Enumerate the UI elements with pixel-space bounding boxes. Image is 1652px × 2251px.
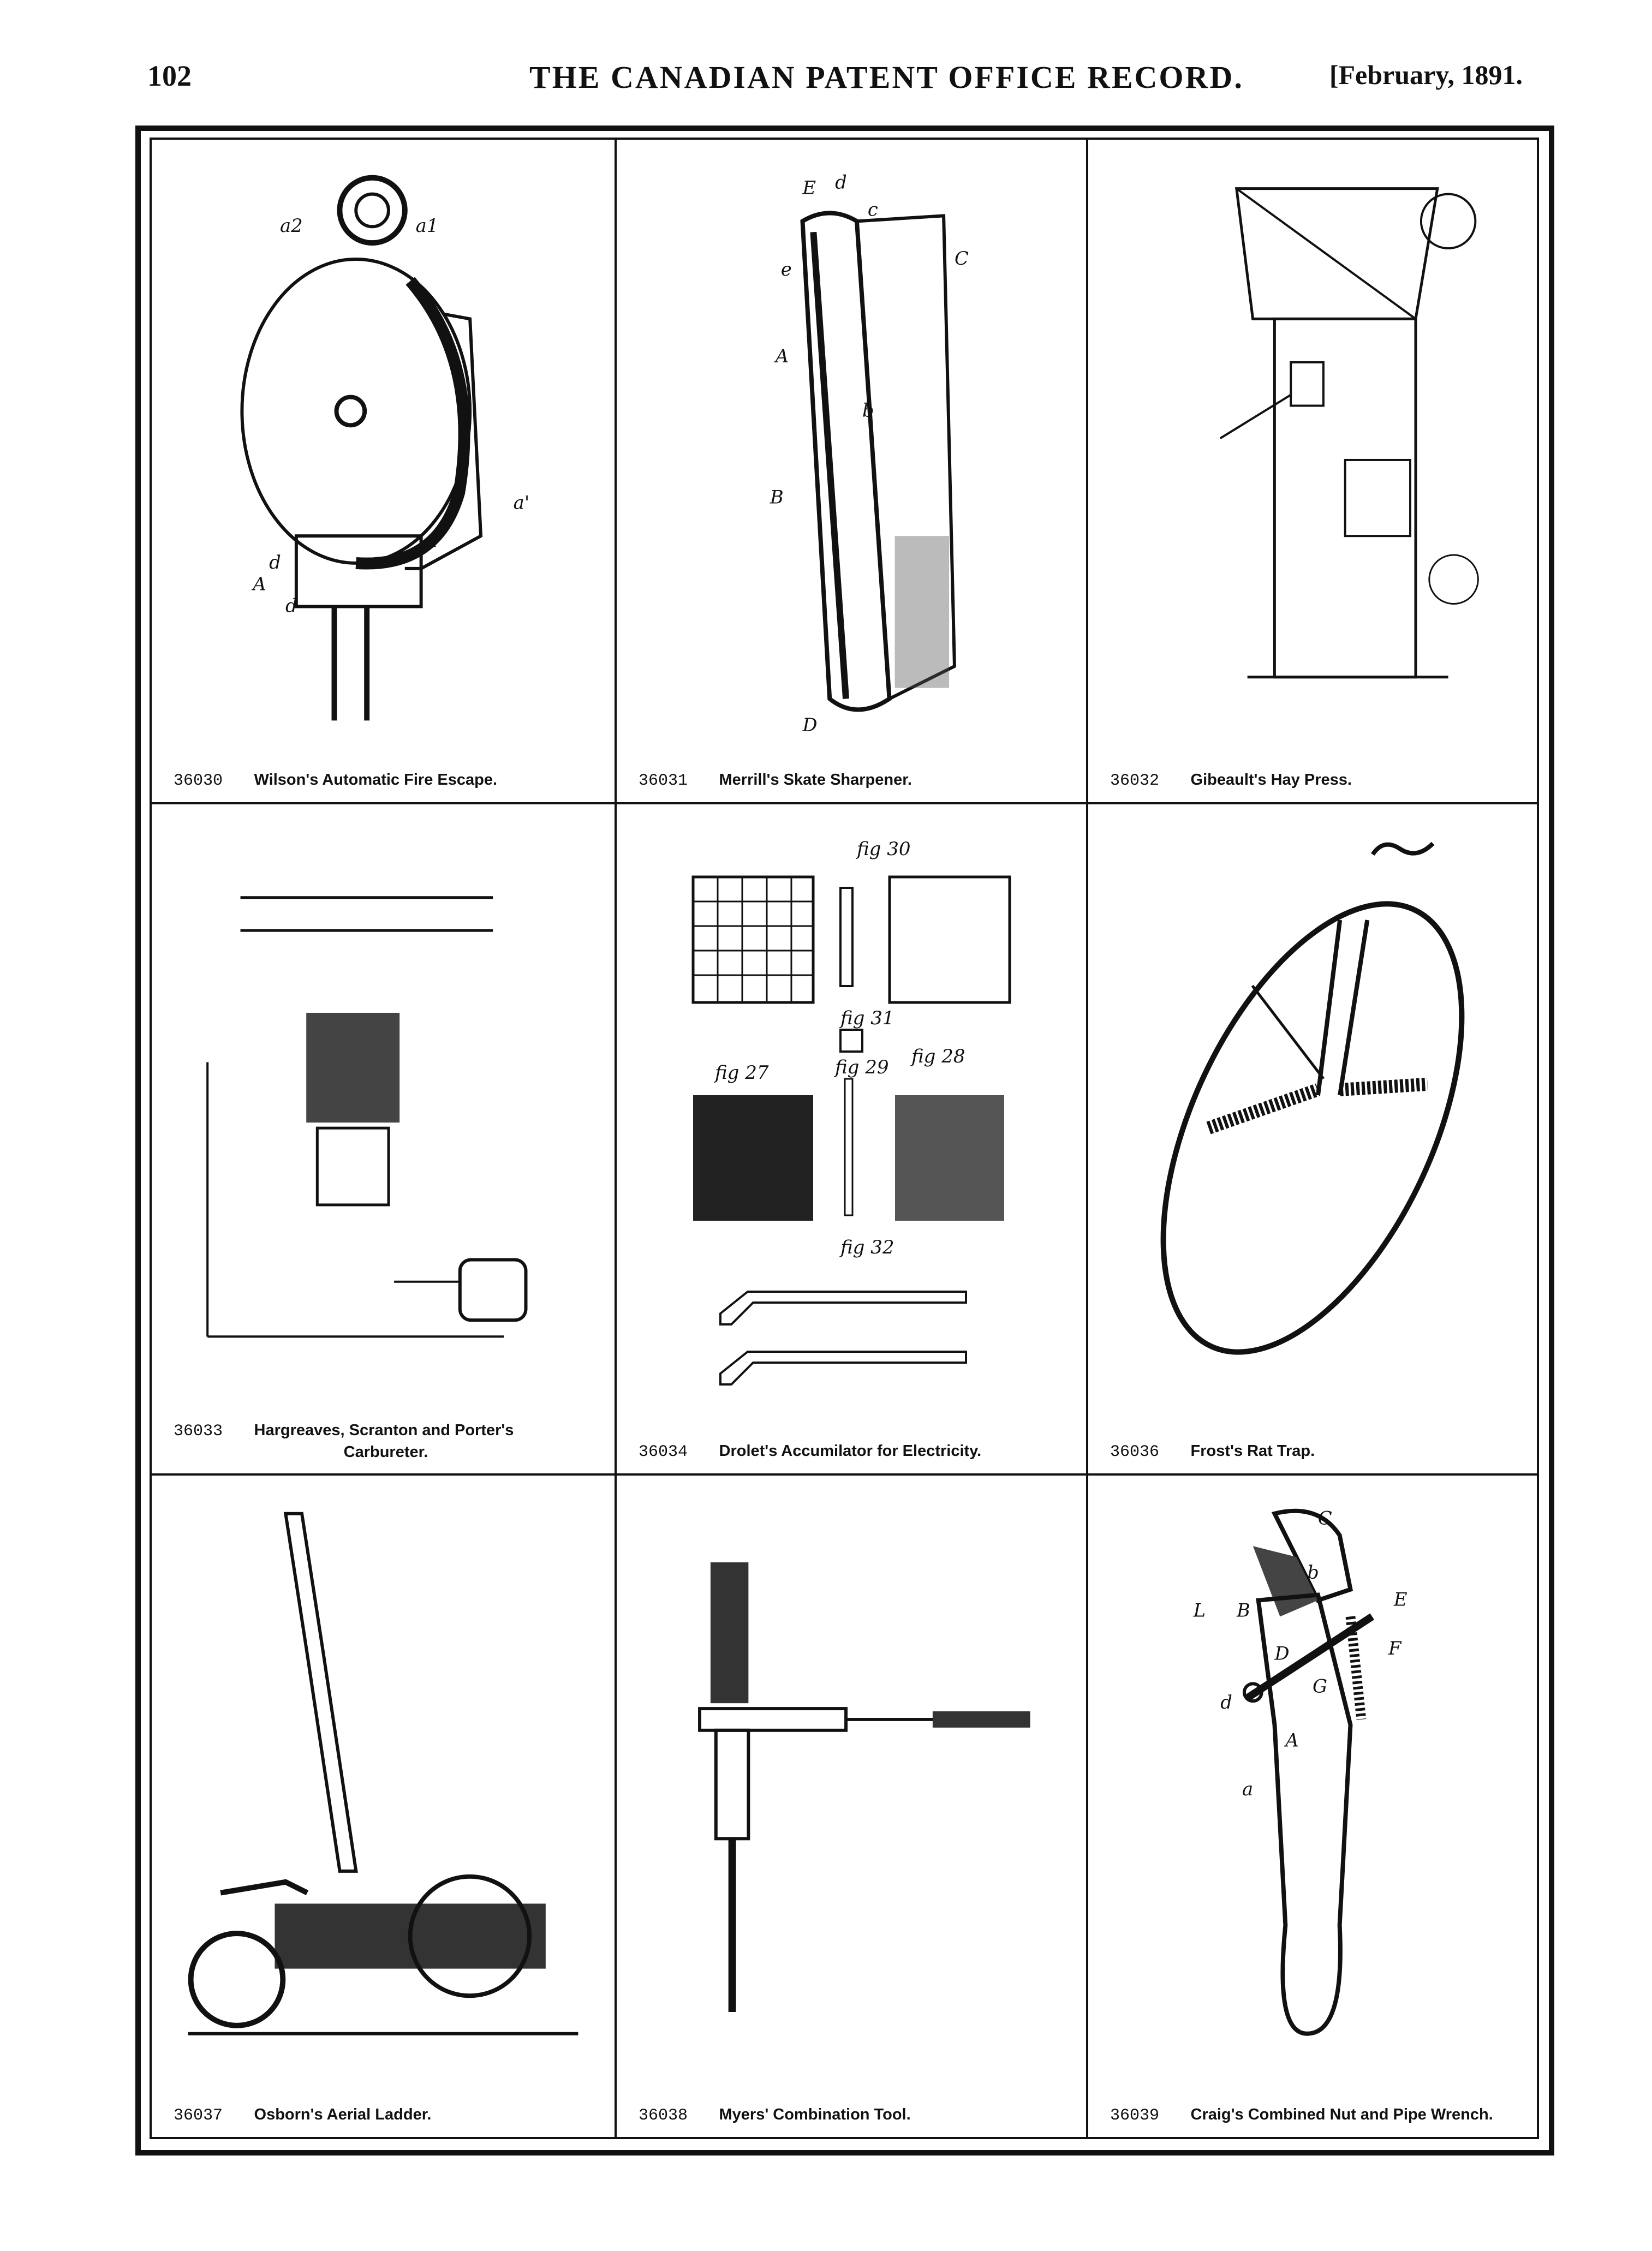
- patent-panel-36037: 36037 Osborn's Aerial Ladder.: [152, 1476, 615, 2137]
- figure-label: fig 29: [833, 1056, 889, 1078]
- patent-number: 36038: [639, 2106, 688, 2125]
- figure-label: B: [1236, 1599, 1250, 1621]
- figure-label: d: [1220, 1692, 1232, 1713]
- patent-name: Osborn's Aerial Ladder.: [254, 2106, 432, 2123]
- patent-panel-36034: fig 30 fig 31 fig 27 fig 29 fig 28 fig 3…: [617, 804, 1086, 1473]
- figure-label: d: [835, 172, 847, 193]
- figure-label: b: [862, 399, 874, 421]
- figure-label: F: [1388, 1638, 1402, 1659]
- column-divider: [1086, 138, 1088, 2139]
- patent-name: Wilson's Automatic Fire Escape.: [254, 771, 498, 789]
- row-divider: [150, 1473, 1539, 1476]
- figure-label: L: [1193, 1599, 1206, 1621]
- patent-panel-36031: E d c C e A b B D 36031 Merrill's Skate …: [617, 140, 1086, 802]
- patent-name: Merrill's Skate Sharpener.: [719, 771, 912, 789]
- figure-label: D: [802, 714, 817, 736]
- page-title: THE CANADIAN PATENT OFFICE RECORD.: [529, 59, 1244, 95]
- page-number: 102: [147, 59, 192, 92]
- patent-number: 36036: [1110, 1443, 1160, 1461]
- figure-label: c: [868, 199, 878, 220]
- patent-number: 36030: [174, 772, 223, 790]
- patent-caption: 36039 Craig's Combined Nut and Pipe Wren…: [1110, 2104, 1520, 2126]
- figure-label: b: [1307, 1562, 1319, 1583]
- figure-label: E: [1393, 1589, 1408, 1610]
- patent-caption: 36032 Gibeault's Hay Press.: [1110, 769, 1520, 791]
- patent-name: Craig's Combined Nut and Pipe Wrench.: [1190, 2106, 1493, 2123]
- inner-frame: [150, 138, 1539, 2139]
- patent-caption: 36038 Myers' Combination Tool.: [639, 2104, 1070, 2126]
- figure-label: a: [1242, 1778, 1253, 1800]
- figure-label: A: [1284, 1730, 1298, 1751]
- figure-label: A: [251, 574, 266, 595]
- outer-frame: [135, 126, 1554, 2156]
- figure-label: C: [955, 248, 969, 269]
- patent-panel-36033: 36033 Hargreaves, Scranton and Porter's …: [152, 804, 615, 1473]
- patent-number: 36032: [1110, 772, 1160, 790]
- pipe-wrench-icon: C L B b E D F G d A a: [1110, 1492, 1515, 2088]
- figure-label: fig 28: [910, 1046, 965, 1067]
- figure-label: B: [770, 487, 784, 508]
- patent-panel-36032: 36032 Gibeault's Hay Press.: [1088, 140, 1537, 802]
- figure-label: a2: [280, 215, 303, 236]
- figure-label: A: [774, 345, 789, 367]
- figure-label: C: [1318, 1508, 1332, 1529]
- patent-name: Gibeault's Hay Press.: [1190, 771, 1352, 789]
- figure-label: d: [285, 595, 297, 616]
- figure-label: fig 27: [713, 1062, 769, 1084]
- patent-number: 36031: [639, 772, 688, 790]
- figure-label: a1: [416, 215, 439, 236]
- skate-sharpener-icon: E d c C e A b B D: [639, 156, 1064, 753]
- figure-label: fig 31: [839, 1007, 894, 1029]
- accumulator-icon: fig 30 fig 31 fig 27 fig 29 fig 28 fig 3…: [639, 821, 1064, 1424]
- figure-label: d: [269, 552, 281, 573]
- patent-panel-36036: 36036 Frost's Rat Trap.: [1088, 804, 1537, 1473]
- column-divider: [615, 138, 617, 2139]
- figure-label: fig 30: [855, 838, 911, 860]
- combination-tool-icon: [639, 1492, 1064, 2088]
- hay-press-icon: [1110, 156, 1515, 753]
- patent-name-line2: Carbureter.: [343, 1443, 428, 1461]
- rat-trap-icon: [1110, 821, 1515, 1424]
- figure-label: a: [427, 530, 438, 551]
- aerial-ladder-icon: [174, 1492, 593, 2088]
- figure-label: e: [781, 259, 792, 280]
- patent-name: Hargreaves, Scranton and Porter's: [254, 1422, 514, 1439]
- patent-panel-36038: 36038 Myers' Combination Tool.: [617, 1476, 1086, 2137]
- patent-panel-36030: a2 a1 a a' d d A 36030 Wilson's Automati…: [152, 140, 615, 802]
- patent-name: Drolet's Accumilator for Electricity.: [719, 1442, 982, 1460]
- patent-caption: 36031 Merrill's Skate Sharpener.: [639, 769, 1070, 791]
- figure-label: G: [1313, 1675, 1327, 1697]
- figure-label: D: [1274, 1643, 1290, 1664]
- patent-caption: 36033 Hargreaves, Scranton and Porter's …: [174, 1420, 598, 1462]
- patent-caption: 36030 Wilson's Automatic Fire Escape.: [174, 769, 598, 791]
- figure-label: a': [514, 492, 529, 513]
- fire-escape-icon: a2 a1 a a' d d A: [174, 156, 593, 753]
- patent-name: Myers' Combination Tool.: [719, 2106, 911, 2123]
- patent-caption: 36034 Drolet's Accumilator for Electrici…: [639, 1441, 1070, 1462]
- carbureter-icon: [174, 821, 593, 1402]
- patent-panel-36039: C L B b E D F G d A a 36039 Craig's Comb…: [1088, 1476, 1537, 2137]
- patent-number: 36034: [639, 1443, 688, 1461]
- figure-label: E: [802, 177, 816, 199]
- patent-caption: 36036 Frost's Rat Trap.: [1110, 1441, 1520, 1462]
- figure-label: fig 32: [839, 1237, 894, 1258]
- patent-caption: 36037 Osborn's Aerial Ladder.: [174, 2104, 598, 2126]
- page-date: [February, 1891.: [1329, 59, 1523, 90]
- patent-number: 36033: [174, 1422, 223, 1441]
- patent-number: 36037: [174, 2106, 223, 2125]
- patent-name: Frost's Rat Trap.: [1190, 1442, 1315, 1460]
- patent-number: 36039: [1110, 2106, 1160, 2125]
- row-divider: [150, 802, 1539, 804]
- page-header: 102 THE CANADIAN PATENT OFFICE RECORD. […: [147, 59, 1523, 108]
